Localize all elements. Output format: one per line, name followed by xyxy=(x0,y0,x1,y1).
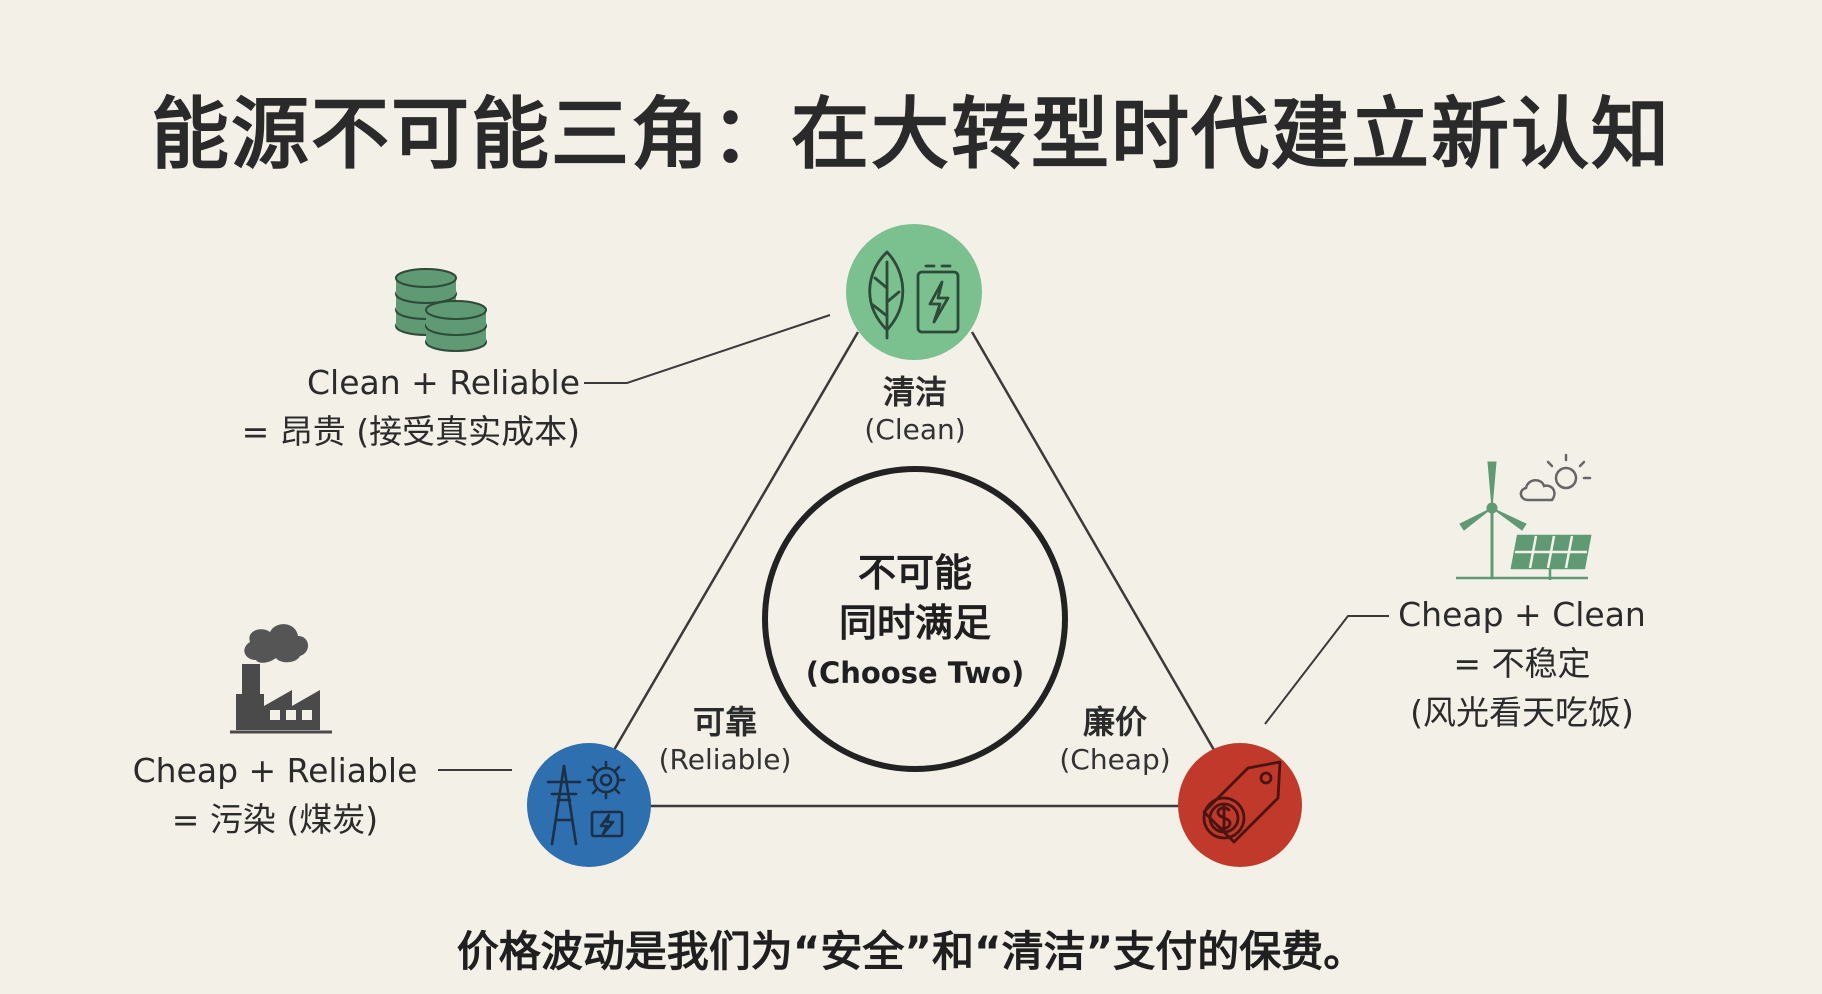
connector-lines xyxy=(438,314,1389,771)
pair-cheap-reliable: Cheap + Reliable = 污染 (煤炭) xyxy=(120,746,430,844)
center-line-2: 同时满足 xyxy=(838,601,991,645)
pair-cheap-clean-line3: (风光看天吃饭) xyxy=(1410,693,1634,732)
pair-clean-reliable: Clean + Reliable = 昂贵 (接受真实成本) xyxy=(240,358,580,456)
cheap-node xyxy=(1178,743,1302,867)
price-tag-coin-icon xyxy=(1202,760,1282,844)
reliable-node xyxy=(527,743,651,867)
page-title: 能源不可能三角：在大转型时代建立新认知 xyxy=(150,89,1671,180)
label-reliable-en: (Reliable) xyxy=(658,743,792,776)
label-clean: 清洁 (Clean) xyxy=(835,372,995,448)
label-clean-en: (Clean) xyxy=(864,413,966,446)
edge-clean-reliable xyxy=(612,331,860,751)
pair-cheap-clean: Cheap + Clean = 不稳定 (风光看天吃饭) xyxy=(1392,590,1652,737)
label-reliable-zh: 可靠 xyxy=(692,703,757,741)
connector-cheap-clean xyxy=(1264,615,1389,725)
center-line-3: (Choose Two) xyxy=(805,656,1025,690)
footer-caption: 价格波动是我们为“安全”和“清洁”支付的保费。 xyxy=(456,927,1366,976)
label-reliable: 可靠 (Reliable) xyxy=(640,702,810,778)
pair-cheap-reliable-line2: = 污染 (煤炭) xyxy=(171,800,379,839)
label-cheap-zh: 廉价 xyxy=(1082,703,1147,741)
pair-cheap-clean-line1: Cheap + Clean xyxy=(1398,595,1646,634)
triangle-edges xyxy=(612,331,1216,808)
label-clean-zh: 清洁 xyxy=(882,373,947,411)
leaf-battery-icon xyxy=(868,250,960,340)
center-line-1: 不可能 xyxy=(857,551,972,595)
coin-stack-icon xyxy=(395,268,487,352)
factory-smoke-icon xyxy=(230,624,332,734)
clean-node xyxy=(846,224,982,360)
power-tower-gear-icon xyxy=(546,760,626,846)
center-label: 不可能 同时满足 (Choose Two) xyxy=(762,548,1068,694)
pair-clean-reliable-line1: Clean + Reliable xyxy=(306,363,580,402)
wind-solar-icon xyxy=(1456,453,1592,580)
edge-clean-cheap xyxy=(970,331,1216,751)
center-circle xyxy=(762,466,1068,772)
pair-clean-reliable-line2: = 昂贵 (接受真实成本) xyxy=(241,412,580,451)
label-cheap-en: (Cheap) xyxy=(1059,743,1171,776)
connector-clean-reliable xyxy=(584,314,831,384)
pair-cheap-reliable-line1: Cheap + Reliable xyxy=(132,751,418,790)
label-cheap: 廉价 (Cheap) xyxy=(1040,702,1190,778)
pair-cheap-clean-line2: = 不稳定 xyxy=(1453,644,1591,683)
